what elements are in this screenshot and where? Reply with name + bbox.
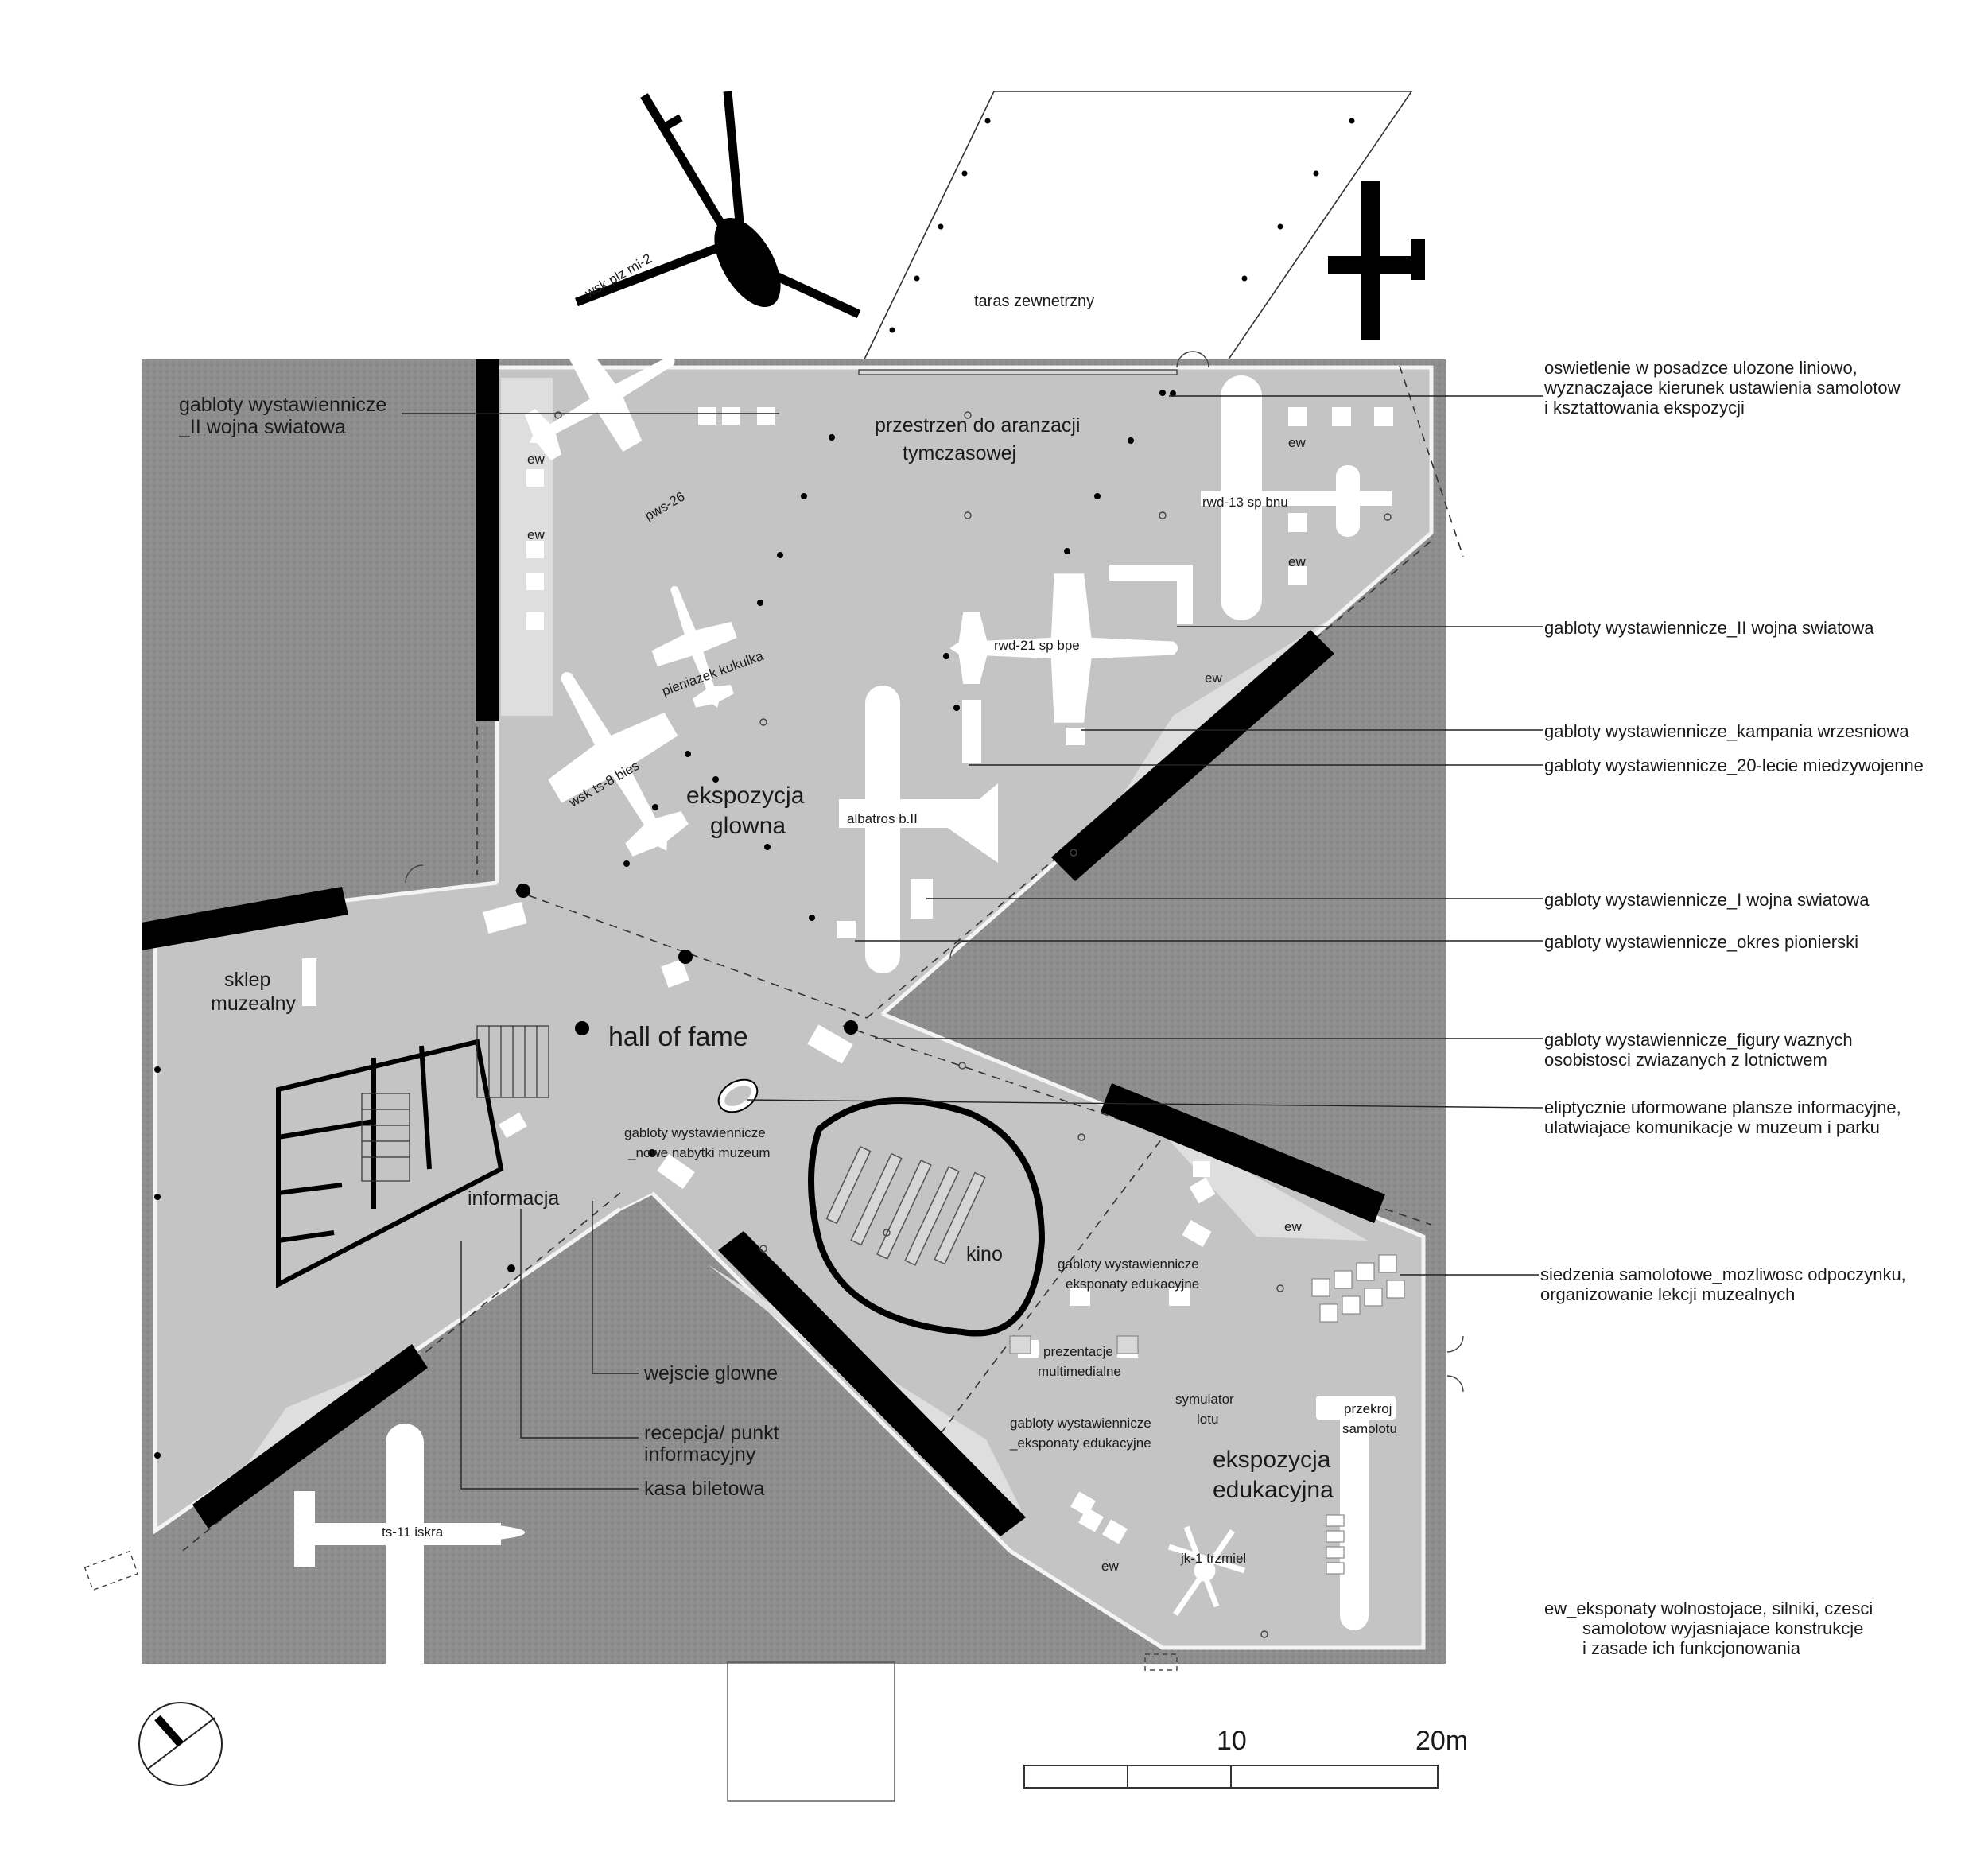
ew-label: ew (1288, 554, 1306, 569)
floor-lights (154, 390, 1176, 1459)
exhibition-walls (142, 359, 1385, 1536)
ticket-office-label: kasa biletowa (644, 1478, 765, 1500)
service-core (276, 1039, 504, 1288)
edu-cases-1-line1: gabloty wystawiennicze (1058, 1257, 1199, 1272)
gabloty-ww2-left-line1: gabloty wystawiennicze (179, 394, 386, 416)
cinema-label: kino (966, 1243, 1003, 1265)
plane-cross-section (1316, 1396, 1396, 1630)
edu-cases-2-line1: gabloty wystawiennicze (1010, 1416, 1151, 1431)
plane-ts11 (294, 1424, 525, 1710)
annotation-pioneer: gabloty wystawiennicze_okres pionierski (1544, 932, 1858, 952)
annotation-seats-2: organizowanie lekcji muzealnych (1540, 1284, 1795, 1304)
ts11-label: ts-11 iskra (382, 1525, 444, 1540)
building-floor-hall (497, 883, 883, 1209)
north-arrow (138, 1702, 223, 1786)
annotation-ew-legend-1: ew_eksponaty wolnostojace, silniki, czes… (1544, 1598, 1873, 1618)
multimedia-line1: prezentacje (1043, 1344, 1113, 1359)
cross-section-line2: samolotu (1342, 1421, 1397, 1436)
temporary-space-line1: przestrzen do aranzacji (875, 414, 1080, 437)
edu-cases-2-line2: _eksponaty edukacyjne (1009, 1435, 1151, 1451)
annotation-figures-1: gabloty wystawiennicze_figury waznych (1544, 1030, 1853, 1050)
annotation-elliptic-2: ulatwiajace komunikacje w muzeum i parku (1544, 1117, 1880, 1137)
annotation-ew-legend-2: samolotow wyjasniajace konstrukcje (1582, 1618, 1863, 1638)
annotation-floor-lighting-1: oswietlenie w posadzce ulozone liniowo, (1544, 358, 1858, 378)
gabloty-ww2-left-line2: _II wojna swiatowa (178, 416, 346, 438)
ew-label: ew (527, 452, 545, 467)
ew-label: ew (1284, 1219, 1302, 1234)
helicopter-mi2 (575, 91, 861, 318)
edu-exhibition-line1: ekspozycja (1213, 1447, 1331, 1473)
plane-rwd13 (1201, 375, 1392, 620)
multimedia-line2: multimedialne (1038, 1364, 1121, 1379)
ew-label: ew (527, 527, 545, 542)
cinema (808, 1097, 1046, 1337)
albatros-label: albatros b.II (847, 811, 918, 826)
ew-label: ew (1288, 435, 1306, 450)
terrace-label: taras zewnetrzny (974, 293, 1094, 310)
ew-label: ew (1101, 1559, 1119, 1574)
plane-jk1 (1167, 1525, 1246, 1616)
edu-exhibition-line2: edukacyjna (1213, 1477, 1334, 1503)
terrace-outline (859, 91, 1413, 368)
rwd13-label: rwd-13 sp bnu (1202, 495, 1288, 510)
stairs (361, 1025, 549, 1182)
rwd21-label: rwd-21 sp bpe (994, 638, 1080, 653)
annotation-seats-1: siedzenia samolotowe_mozliwosc odpoczynk… (1540, 1264, 1906, 1284)
reception-line2: informacyjny (644, 1443, 756, 1466)
main-exhibition-line1: ekspozycja (686, 783, 805, 809)
annotation-ew-legend-3: i zasade ich funkcjonowania (1582, 1638, 1801, 1658)
scale-bar (1023, 1765, 1439, 1789)
jk1-label: jk-1 trzmiel (1180, 1551, 1246, 1566)
annotation-ww1: gabloty wystawiennicze_I wojna swiatowa (1544, 890, 1870, 910)
plane-terrace (1328, 181, 1425, 340)
leader-lines (402, 395, 1543, 1490)
terrace-lights (889, 118, 1355, 333)
main-exhibition-line2: glowna (710, 813, 786, 839)
information-label: informacja (468, 1187, 559, 1210)
doors (83, 351, 1464, 1802)
display-cases-outlined (1009, 1335, 1139, 1354)
annotation-floor-lighting-3: i ksztattowania ekspozycji (1544, 398, 1745, 418)
new-acquisitions-line1: gabloty wystawiennicze (624, 1125, 766, 1140)
elliptic-info-board (717, 1078, 759, 1113)
display-cases (302, 407, 1393, 1544)
new-acquisitions-line2: _nowe nabytki muzeum (627, 1145, 771, 1160)
shop-line2: muzealny (211, 992, 296, 1015)
annotation-elliptic-1: eliptycznie uformowane plansze informacy… (1544, 1097, 1901, 1117)
aircraft-seats (1311, 1254, 1405, 1323)
simulator-line1: symulator (1175, 1392, 1234, 1407)
scale-mark-10: 10 (1217, 1726, 1247, 1756)
edu-cases-1-line2: eksponaty edukacyjne (1066, 1276, 1199, 1292)
annotation-interwar: gabloty wystawiennicze_20-lecie miedzywo… (1544, 756, 1924, 775)
hall-of-fame-label: hall of fame (608, 1022, 748, 1052)
shop-line1: sklep (224, 969, 270, 991)
reception-line1: recepcja/ punkt (644, 1422, 779, 1444)
simulator-line2: lotu (1197, 1412, 1218, 1427)
annotation-figures-2: osobistosci zwiazanych z lotnictwem (1544, 1050, 1827, 1070)
plane-albatros (839, 686, 998, 973)
temporary-space-line2: tymczasowej (903, 442, 1016, 464)
main-entrance-label: wejscie glowne (643, 1362, 778, 1385)
cross-section-line1: przekroj (1344, 1401, 1392, 1416)
annotation-september-campaign: gabloty wystawiennicze_kampania wrzesnio… (1544, 721, 1909, 741)
annotation-floor-lighting-2: wyznaczajace kierunek ustawienia samolot… (1543, 378, 1901, 398)
scale-mark-20: 20m (1415, 1726, 1468, 1756)
ew-label: ew (1205, 670, 1222, 686)
annotation-ww2: gabloty wystawiennicze_II wojna swiatowa (1544, 618, 1874, 638)
